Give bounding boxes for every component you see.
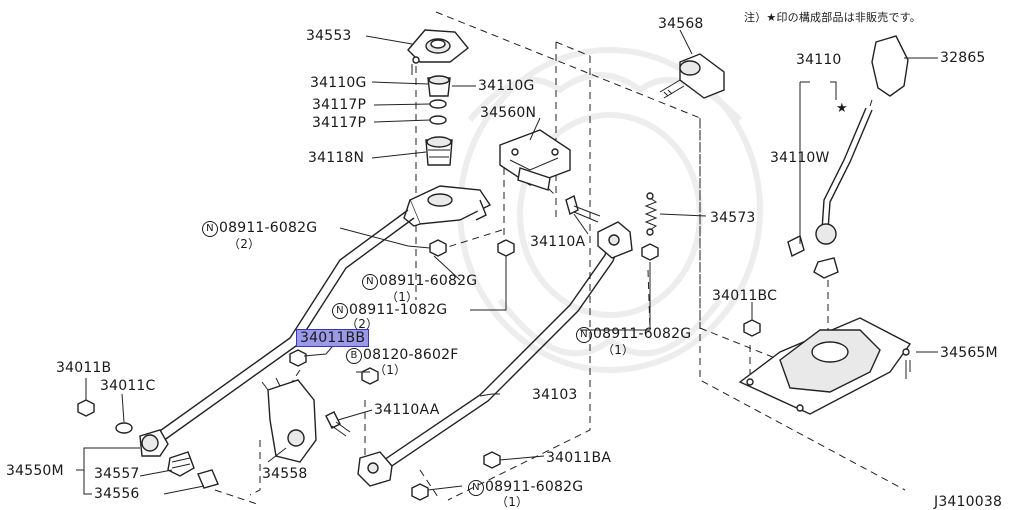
prefix-circle: N [576, 327, 592, 343]
label-34557[interactable]: 34557 [94, 466, 140, 482]
fastener-code: 08120-8602F [363, 347, 459, 363]
label-34556[interactable]: 34556 [94, 486, 140, 502]
fastener-qty-5: （1） [602, 343, 635, 357]
label-34117P-upper[interactable]: 34117P [312, 97, 367, 113]
label-34103[interactable]: 34103 [532, 387, 578, 403]
label-34011BC[interactable]: 34011BC [712, 288, 778, 304]
star-marker: ★ [836, 101, 848, 116]
part-34110A-bolt [565, 194, 601, 223]
label-34558[interactable]: 34558 [262, 466, 308, 482]
part-34565M-housing [738, 317, 912, 415]
label-34118N[interactable]: 34118N [308, 150, 365, 166]
non-sale-note: 注）★印の構成部品は非販売です。 [744, 11, 921, 24]
part-34568-bolt [659, 53, 725, 99]
label-34565M[interactable]: 34565M [940, 345, 998, 361]
label-32865[interactable]: 32865 [940, 50, 986, 66]
label-34560N[interactable]: 34560N [480, 105, 537, 121]
part-34553-bracket [407, 29, 469, 75]
label-34110G-left[interactable]: 34110G [310, 75, 367, 91]
label-34110A[interactable]: 34110A [530, 234, 586, 250]
control-rod [149, 209, 415, 447]
part-34560N-bracket [499, 129, 571, 191]
label-34550M[interactable]: 34550M [6, 463, 64, 479]
part-34573-spring [644, 192, 658, 236]
prefix-circle: B [346, 348, 362, 364]
highlight-box[interactable]: 34011BB [296, 329, 370, 347]
label-34110W[interactable]: 34110W [770, 150, 830, 166]
label-34568[interactable]: 34568 [658, 16, 704, 32]
fastener-code: 08911-6082G [219, 220, 318, 236]
fastener-code: 08911-1082G [349, 302, 448, 318]
fastener-qty-1: （2） [228, 237, 261, 251]
part-34110-shift-lever [787, 35, 909, 279]
nut-set [77, 239, 761, 501]
fastener-qty-6: （1） [496, 495, 529, 509]
diagram-id: J3410038 [934, 494, 1003, 510]
label-34011BB-highlighted[interactable]: 34011BB [296, 329, 370, 347]
part-34558-bracket [261, 377, 317, 463]
label-34573[interactable]: 34573 [710, 210, 756, 226]
fastener-qty-3: （2） [346, 317, 379, 331]
prefix-circle: N [468, 480, 484, 496]
part-34550M-assembly [139, 429, 219, 489]
prefix-circle: N [202, 221, 218, 237]
label-34110G-right[interactable]: 34110G [478, 78, 535, 94]
label-34011C[interactable]: 34011C [100, 378, 156, 394]
upper-link-bracket [403, 185, 492, 227]
fastener-code: 08911-6082G [379, 273, 478, 289]
fastener-code: 08911-6082G [593, 326, 692, 342]
label-34117P-lower[interactable]: 34117P [312, 115, 367, 131]
fastener-code: 08911-6082G [485, 479, 584, 495]
label-34553[interactable]: 34553 [306, 28, 352, 44]
part-34110AA-bolt [325, 411, 351, 437]
prefix-circle: N [362, 274, 378, 290]
leader-lines [76, 29, 938, 495]
label-34011BA[interactable]: 34011BA [546, 450, 612, 466]
prefix-circle: N [332, 303, 348, 319]
label-34110AA[interactable]: 34110AA [374, 402, 440, 418]
part-34103-rod [357, 221, 633, 487]
fastener-qty-4: （1） [374, 363, 407, 377]
dashed-outline-boxes [214, 11, 906, 506]
bushing-stack [425, 75, 453, 166]
label-34110[interactable]: 34110 [796, 52, 842, 68]
label-34011B[interactable]: 34011B [56, 360, 112, 376]
fastener-qty-2: （1） [386, 290, 419, 304]
